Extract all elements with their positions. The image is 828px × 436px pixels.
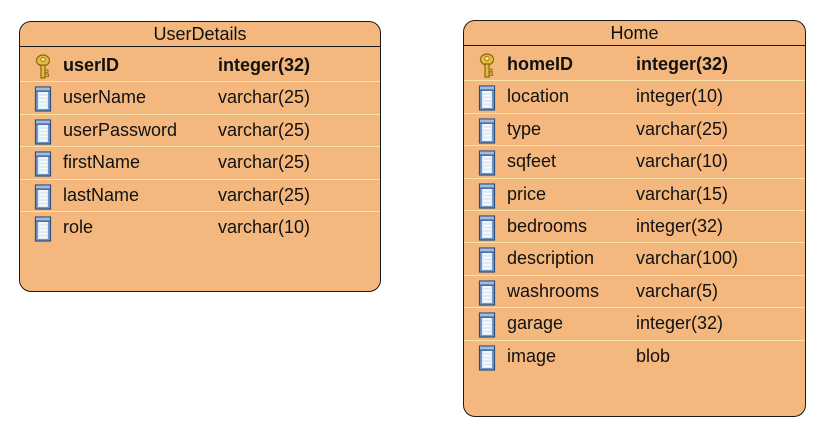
column-type: varchar(25) — [218, 152, 311, 173]
column-name: homeID — [507, 54, 574, 74]
column-row[interactable]: userName varchar(25) — [20, 82, 380, 115]
column-type: varchar(15) — [636, 183, 729, 204]
entity-userdetails[interactable]: UserDetails userID integer(32) userName var… — [19, 21, 381, 292]
column-type: integer(32) — [636, 313, 724, 334]
column-icon — [34, 119, 52, 145]
column-row[interactable]: role varchar(10) — [20, 212, 380, 244]
column-row[interactable]: location integer(10) — [464, 81, 805, 114]
column-row[interactable]: description varchar(100) — [464, 243, 805, 276]
entity-title: UserDetails — [20, 22, 380, 47]
column-row[interactable]: sqfeet varchar(10) — [464, 146, 805, 179]
column-icon — [34, 183, 52, 210]
column-name: image — [507, 345, 557, 366]
column-name: price — [507, 183, 547, 204]
column-name: lastName — [63, 184, 140, 205]
entity-title: Home — [464, 21, 805, 46]
column-icon — [478, 150, 496, 176]
column-type: varchar(25) — [218, 87, 311, 108]
column-type: varchar(10) — [636, 151, 729, 172]
key-icon — [34, 54, 52, 80]
column-name: userName — [63, 87, 147, 108]
column-type: integer(32) — [636, 215, 724, 236]
column-name: washrooms — [507, 280, 600, 301]
entity-home[interactable]: Home homeID integer(32) location integer(10… — [463, 20, 806, 417]
column-row[interactable]: image blob — [464, 341, 805, 373]
column-name: garage — [507, 313, 564, 334]
column-type: integer(10) — [636, 86, 724, 107]
column-type: varchar(5) — [636, 280, 719, 301]
column-type: integer(32) — [636, 54, 729, 74]
primary-key-row[interactable]: userID integer(32) — [20, 50, 380, 83]
column-list: homeID integer(32) location integer(10) type… — [464, 46, 805, 373]
column-icon — [478, 118, 496, 144]
column-row[interactable]: garage integer(32) — [464, 308, 805, 341]
column-type: varchar(25) — [218, 184, 311, 205]
column-name: description — [507, 248, 595, 269]
column-icon — [478, 85, 496, 111]
column-icon — [478, 247, 496, 273]
column-name: bedrooms — [507, 215, 588, 236]
column-icon — [478, 312, 496, 338]
column-icon — [478, 344, 496, 371]
column-name: location — [507, 86, 570, 107]
column-name: userPassword — [63, 119, 178, 140]
column-row[interactable]: firstName varchar(25) — [20, 147, 380, 180]
column-name: type — [507, 118, 542, 139]
column-name: userID — [63, 55, 120, 75]
column-icon — [478, 215, 496, 241]
column-row[interactable]: lastName varchar(25) — [20, 180, 380, 212]
key-icon — [478, 53, 496, 79]
column-type: varchar(25) — [218, 119, 311, 140]
column-row[interactable]: bedrooms integer(32) — [464, 211, 805, 244]
column-icon — [478, 280, 496, 306]
column-row[interactable]: washrooms varchar(5) — [464, 276, 805, 309]
column-name: firstName — [63, 152, 141, 173]
column-name: sqfeet — [507, 151, 557, 172]
column-icon — [34, 151, 52, 177]
column-icon — [478, 182, 496, 209]
column-row[interactable]: type varchar(25) — [464, 114, 805, 147]
column-icon — [34, 216, 52, 242]
column-type: varchar(100) — [636, 248, 739, 269]
primary-key-row[interactable]: homeID integer(32) — [464, 49, 805, 82]
column-type: blob — [636, 345, 671, 366]
column-type: integer(32) — [218, 55, 311, 75]
column-type: varchar(10) — [218, 216, 311, 237]
column-name: role — [63, 216, 94, 237]
column-row[interactable]: userPassword varchar(25) — [20, 115, 380, 148]
column-row[interactable]: price varchar(15) — [464, 179, 805, 211]
column-type: varchar(25) — [636, 118, 729, 139]
column-icon — [34, 86, 52, 112]
